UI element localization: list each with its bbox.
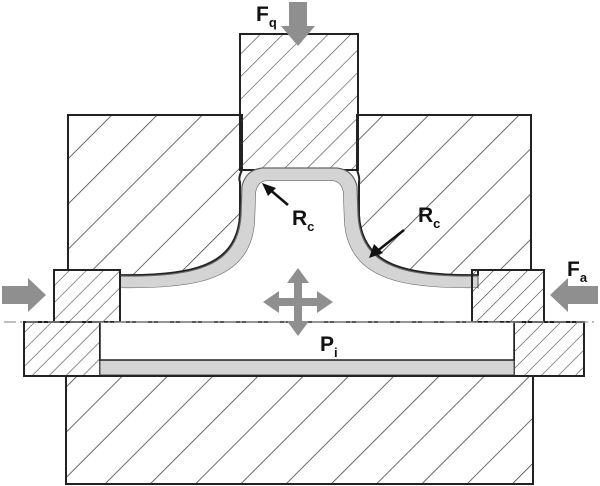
radius-right-pointer — [369, 229, 405, 258]
counter-punch — [239, 33, 359, 171]
label-internal-pressure: Pi — [320, 333, 338, 360]
tube-cavity — [120, 181, 478, 322]
radius-left-pointer — [262, 183, 289, 206]
lower-die — [65, 375, 534, 485]
label-radius-left: Rc — [292, 207, 314, 234]
axial-punch-right-top — [471, 269, 545, 323]
label-force-axial: Fa — [567, 258, 588, 285]
force-axial-right-arrow — [550, 278, 598, 312]
upper-die — [67, 114, 243, 277]
axial-punch-left-bottom — [23, 321, 101, 377]
label-force-top: Fq — [256, 3, 277, 30]
force-axial-left-arrow — [2, 278, 46, 312]
tube-wall-lower — [99, 359, 515, 376]
label-radius-right: Rc — [418, 204, 440, 231]
force-top-arrow — [281, 2, 315, 46]
axial-punch-left-top — [53, 269, 121, 323]
tube-lower-cavity — [99, 321, 515, 361]
axial-punch-right-bottom — [513, 321, 585, 377]
upper-die-right — [356, 114, 532, 277]
internal-pressure-arrows — [263, 268, 333, 336]
